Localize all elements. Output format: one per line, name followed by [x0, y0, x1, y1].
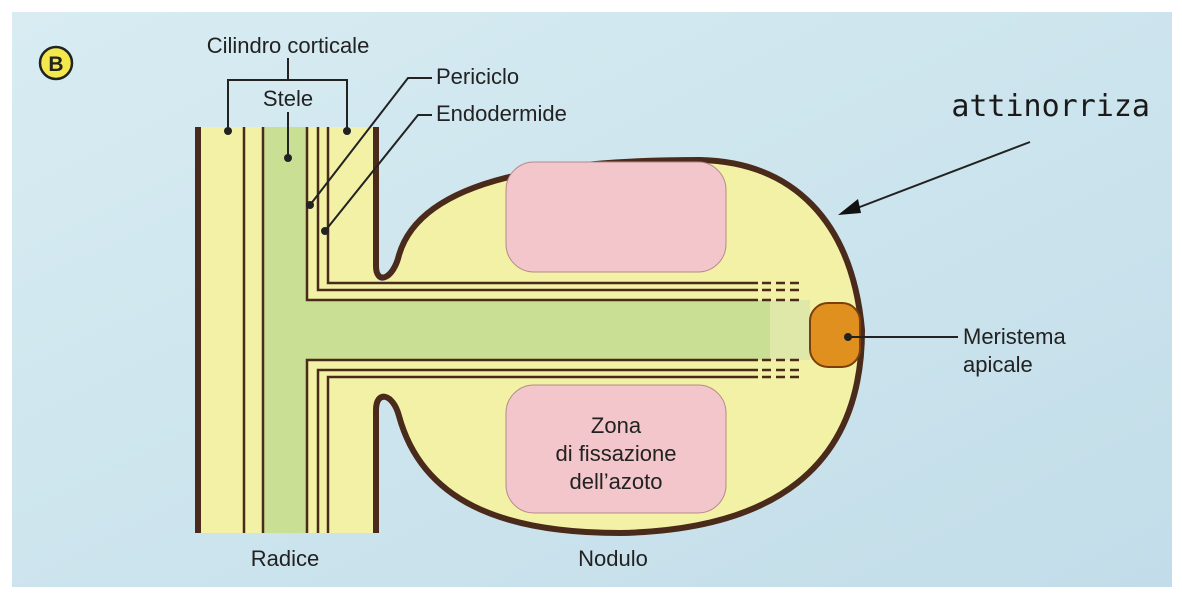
label-meristem-line2: apicale — [963, 352, 1033, 377]
label-stele: Stele — [263, 86, 313, 111]
label-nfz-line1: Zona — [591, 413, 642, 438]
label-cortical-cylinder: Cilindro corticale — [207, 33, 370, 58]
nitrogen-zone-upper — [506, 162, 726, 272]
label-pericycle: Periciclo — [436, 64, 519, 89]
apical-meristem — [810, 303, 860, 367]
label-root: Radice — [251, 546, 319, 571]
label-nfz-line3: dell’azoto — [570, 469, 663, 494]
stele-fade — [770, 300, 810, 360]
panel-badge: B — [40, 47, 72, 79]
label-meristem-line1: Meristema — [963, 324, 1066, 349]
label-endodermis: Endodermide — [436, 101, 567, 126]
label-nfz-line2: di fissazione — [555, 441, 676, 466]
annotation-actinorhiza: attinorriza — [951, 89, 1150, 124]
label-nodule: Nodulo — [578, 546, 648, 571]
badge-letter: B — [48, 53, 63, 76]
